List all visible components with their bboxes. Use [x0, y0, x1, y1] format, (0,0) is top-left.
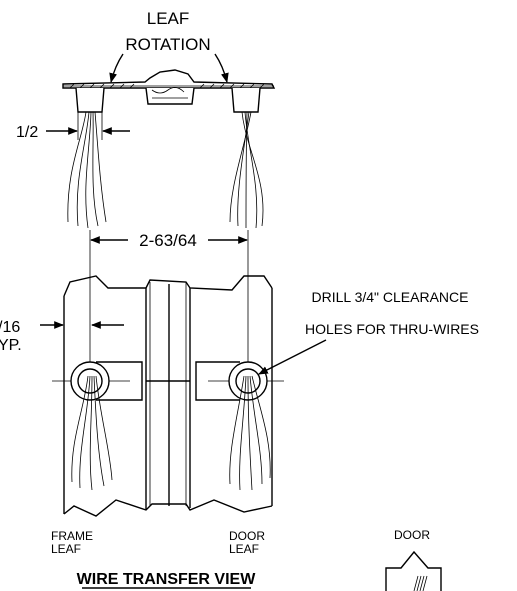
wires-top-left	[67, 111, 107, 229]
view-title: WIRE TRANSFER VIEW	[77, 571, 257, 589]
wires-top-right	[229, 111, 264, 229]
leaf-rotation-line2: ROTATION	[125, 35, 210, 54]
leaf-rotation-label: LEAF ROTATION	[125, 9, 210, 54]
door-leaf-line1: DOOR	[229, 529, 265, 543]
dimension-half: 1/2	[16, 112, 130, 141]
door-detail-label: DOOR	[394, 528, 430, 542]
hinge-front-view	[63, 275, 273, 517]
wires-front-left	[71, 375, 113, 491]
rotation-arrows	[109, 53, 229, 83]
frame-leaf-line2: LEAF	[51, 542, 81, 556]
door-detail: DOOR	[385, 528, 442, 591]
view-title-text: WIRE TRANSFER VIEW	[77, 571, 257, 588]
frame-leaf-line1: FRAME	[51, 529, 93, 543]
dim-side-line2: YP.	[0, 337, 22, 354]
door-leaf-line2: LEAF	[229, 542, 259, 556]
dim-half-text: 1/2	[16, 124, 38, 141]
frame-leaf-label: FRAME LEAF	[51, 529, 93, 556]
door-leaf-label: DOOR LEAF	[229, 529, 265, 556]
wires-front-right	[229, 375, 271, 491]
drill-note: DRILL 3/4" CLEARANCE HOLES FOR THRU-WIRE…	[258, 289, 479, 375]
dimension-center: 2-63/64	[89, 230, 249, 376]
drill-note-line1: DRILL 3/4" CLEARANCE	[312, 289, 469, 305]
dim-side-line1: /16	[0, 319, 20, 336]
drill-note-line2: HOLES FOR THRU-WIRES	[305, 321, 479, 337]
leaf-rotation-line1: LEAF	[147, 9, 190, 28]
hinge-top-view	[62, 69, 276, 113]
dim-center-text: 2-63/64	[139, 231, 197, 250]
dimension-side: /16 YP.	[0, 319, 124, 354]
